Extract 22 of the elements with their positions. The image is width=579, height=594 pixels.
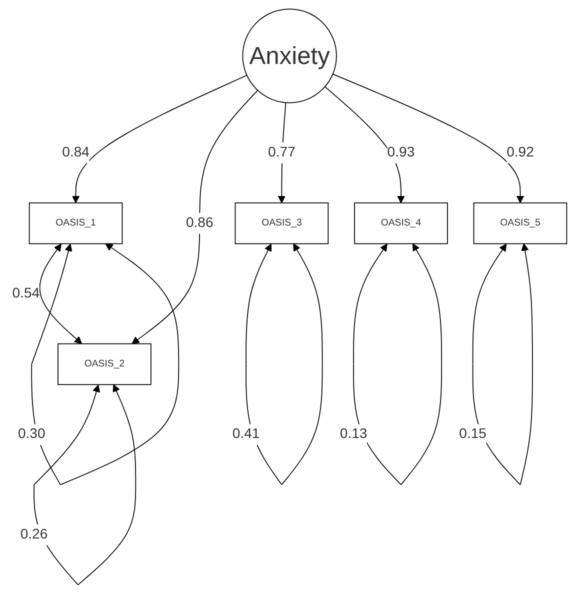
node-box: OASIS_4 xyxy=(354,202,448,244)
edge-label: 0.86 xyxy=(186,215,214,230)
arrow xyxy=(332,74,524,204)
edge-label: 0.13 xyxy=(340,426,368,442)
edge-label: 0.92 xyxy=(506,144,534,160)
arrow xyxy=(324,86,405,204)
node-circle: Anxiety xyxy=(242,8,337,104)
node-box: OASIS_5 xyxy=(473,202,568,244)
edge-label: 0.30 xyxy=(18,426,46,442)
node-box: OASIS_1 xyxy=(28,202,123,244)
arrow xyxy=(132,90,258,344)
edge-label: 0.93 xyxy=(387,144,415,160)
edge-label: 0.26 xyxy=(20,526,48,542)
edge-label: 0.84 xyxy=(62,144,90,160)
node-box: OASIS_2 xyxy=(58,343,152,386)
arrow xyxy=(39,244,82,344)
edge-label: 0.41 xyxy=(232,426,260,442)
node-box: OASIS_3 xyxy=(234,202,329,244)
edge-label: 0.54 xyxy=(12,286,40,301)
edge-label: 0.77 xyxy=(268,144,296,160)
edge-label: 0.15 xyxy=(459,426,486,442)
arrow xyxy=(72,74,248,204)
